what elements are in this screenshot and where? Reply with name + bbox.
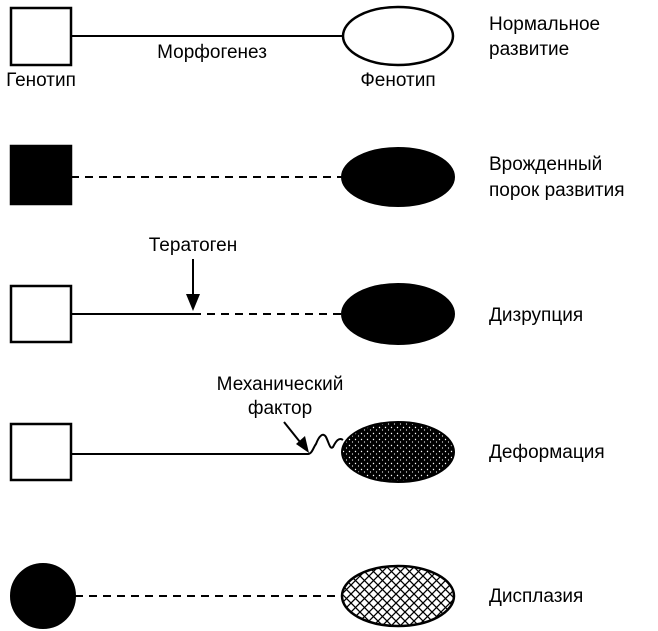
teratogen-label: Тератоген: [149, 235, 237, 256]
phenotype-ellipse-white: [341, 5, 455, 67]
solid-line-with-kink: [71, 433, 344, 455]
congenital-malformation-label-line2: порок развития: [489, 180, 625, 201]
phenotype-ellipse-black: [341, 283, 455, 345]
phenotype-ellipse-crosshatched: [340, 564, 456, 628]
row-disruption: Тератоген Дизрупция: [9, 235, 583, 345]
normal-development-label-line1: Нормальное: [489, 14, 600, 35]
disruption-label: Дизрупция: [489, 305, 583, 326]
normal-development-label-line2: развитие: [489, 39, 569, 60]
mechanical-factor-label-line2: фактор: [248, 398, 312, 419]
teratogen-arrow-head: [186, 294, 200, 311]
genotype-circle-black: [10, 563, 76, 629]
genotype-square-white: [9, 284, 73, 344]
genotype-square-black: [9, 144, 73, 206]
dysplasia-label: Дисплазия: [489, 586, 583, 607]
deformation-label: Деформация: [489, 442, 605, 463]
row-dysplasia: Дисплазия: [10, 563, 583, 629]
genotype-label: Генотип: [6, 70, 76, 91]
congenital-malformation-label-line1: Врожденный: [489, 154, 602, 175]
mechanical-factor-arrow-head: [296, 436, 309, 453]
genotype-square-white: [9, 422, 73, 482]
mechanical-factor-label-line1: Механический: [217, 374, 344, 395]
genotype-square-white: [9, 6, 73, 67]
morphogenesis-label: Морфогенез: [157, 42, 267, 63]
row-normal-development: Морфогенез Генотип Фенотип Нормальное ра…: [6, 5, 600, 91]
row-deformation: Механический фактор Деформация: [9, 374, 605, 483]
row-congenital-malformation: Врожденный порок развития: [9, 144, 625, 207]
phenotype-label: Фенотип: [360, 70, 435, 91]
phenotype-ellipse-speckled: [341, 421, 455, 483]
phenotype-ellipse-black: [341, 147, 455, 207]
